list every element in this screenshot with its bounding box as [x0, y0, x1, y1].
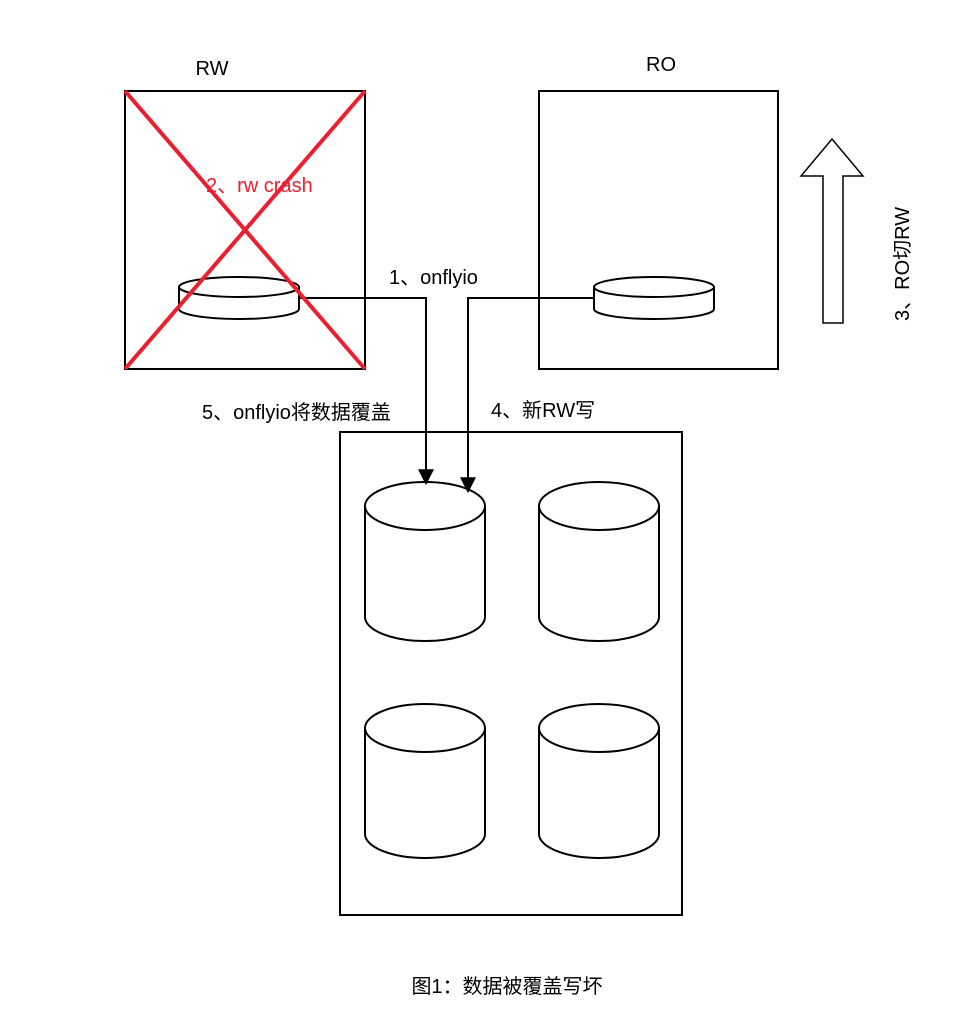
- step2-rw-crash-label: 2、rw crash: [206, 175, 313, 197]
- ro-node-title: RO: [646, 54, 676, 76]
- rw-local-disk: [178, 276, 300, 320]
- rw-node[interactable]: RW: [124, 58, 366, 370]
- storage-disk: [538, 481, 660, 642]
- step4-new-rw-write-label: 4、新RW写: [491, 399, 595, 422]
- storage-disk: [538, 703, 660, 859]
- onflyio-connector: [299, 297, 434, 486]
- ro-node[interactable]: RO: [538, 54, 779, 370]
- storage-disk: [364, 703, 486, 859]
- rw-node-title: RW: [196, 58, 229, 80]
- step3-failover-label: 3、RO切RW: [892, 207, 914, 321]
- step5-overwrite-label: 5、onflyio将数据覆盖: [202, 401, 391, 424]
- failover-up-arrow: [799, 137, 865, 324]
- figure-caption: 图1：数据被覆盖写坏: [411, 975, 602, 998]
- step1-onflyio-label: 1、onflyio: [389, 267, 478, 289]
- rw-crash-cross: [123, 89, 367, 371]
- storage-disk: [364, 481, 486, 642]
- ro-local-disk: [593, 276, 715, 320]
- shared-storage[interactable]: [339, 431, 683, 916]
- new-rw-write-connector: [460, 297, 594, 494]
- ro-node-box: [538, 90, 779, 370]
